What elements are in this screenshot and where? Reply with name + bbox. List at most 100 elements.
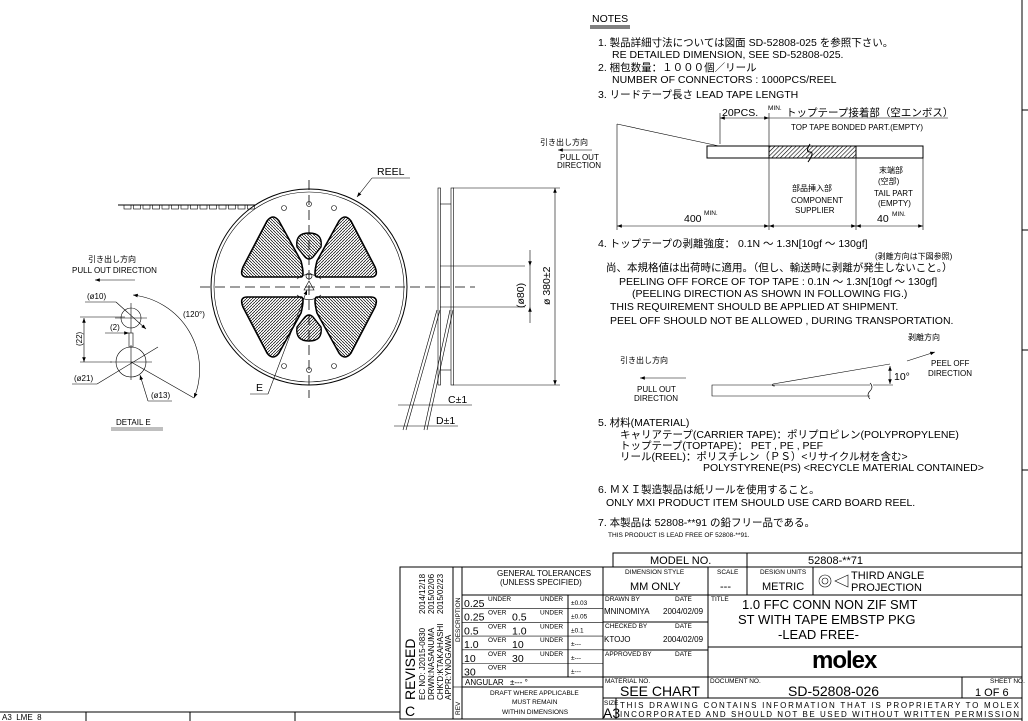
svg-text:0.25: 0.25 — [464, 612, 485, 624]
drawing-title-3: -LEAD FREE- — [778, 627, 859, 642]
svg-text:PULL OUT DIRECTION: PULL OUT DIRECTION — [72, 266, 157, 275]
svg-text:DATE: DATE — [675, 623, 693, 630]
tape-pocket — [123, 204, 132, 210]
svg-text:THIS DRAWING CONTAINS INFORMAT: THIS DRAWING CONTAINS INFORMATION THAT I… — [620, 701, 1020, 710]
footer-ref: A3_LME_8 — [2, 713, 42, 721]
sheet-number: 1 OF 6 — [975, 687, 1009, 699]
tape-pocket — [190, 204, 198, 210]
svg-text:MIN.: MIN. — [704, 210, 718, 217]
svg-text:CHK'D:KTAKAHASHI: CHK'D:KTAKAHASHI — [436, 623, 445, 700]
svg-text:±--- °: ±--- ° — [510, 678, 528, 687]
note-7-jp: 7. 本製品は 52808-**91 の鉛フリー品である。 — [598, 516, 815, 529]
svg-text:ANGULAR: ANGULAR — [465, 678, 504, 687]
svg-text:INCORPORATED AND SHOULD NOT BE: INCORPORATED AND SHOULD NOT BE USED WITH… — [620, 710, 1019, 719]
svg-text:(EMPTY): (EMPTY) — [878, 199, 911, 208]
drawn-by: MNINOMIYA — [604, 607, 650, 616]
tape-pocket — [171, 204, 179, 210]
reel-label: REEL — [377, 166, 405, 178]
svg-text:---: --- — [720, 581, 731, 593]
svg-text:DRAFT WHERE APPLICABLE: DRAFT WHERE APPLICABLE — [490, 690, 579, 697]
svg-text:2004/02/09: 2004/02/09 — [663, 635, 704, 644]
sheet-size: A3 — [603, 705, 620, 721]
detail-e: 引き出し方向 PULL OUT DIRECTION (22) (ø10) (2)… — [72, 254, 205, 431]
detail-e-ref: E — [256, 382, 263, 394]
svg-text:2004/02/09: 2004/02/09 — [663, 607, 704, 616]
tape-pocket — [152, 204, 160, 210]
svg-text:UNDER: UNDER — [540, 596, 563, 603]
svg-text:SUPPLIER: SUPPLIER — [795, 206, 835, 215]
svg-text:MIN.: MIN. — [892, 211, 906, 218]
material-number: SEE CHART — [620, 683, 700, 699]
svg-text:THIRD ANGLE: THIRD ANGLE — [851, 570, 924, 582]
lead-length: 400 — [684, 213, 702, 225]
svg-text:10: 10 — [512, 639, 524, 651]
svg-text:DIMENSION STYLE: DIMENSION STYLE — [625, 569, 685, 576]
svg-text:OVER: OVER — [488, 637, 507, 644]
note-5-toptape: トップテープ(TOPTAPE)： PET , PE , PEF — [620, 440, 823, 452]
svg-text:2014/12/18: 2014/12/18 — [418, 573, 427, 614]
svg-text:GENERAL TOLERANCES: GENERAL TOLERANCES — [497, 569, 591, 578]
svg-text:30: 30 — [512, 653, 524, 665]
svg-text:UNDER: UNDER — [540, 623, 563, 630]
svg-text:EC NO: J2015-0830: EC NO: J2015-0830 — [418, 627, 427, 700]
component-jp: 部品挿入部 — [792, 183, 832, 193]
third-angle-projection-icon — [818, 574, 849, 588]
svg-text:UNDER: UNDER — [540, 651, 563, 658]
svg-text:TAIL PART: TAIL PART — [874, 189, 913, 198]
note-5-carrier: キャリアテープ(CARRIER TAPE)：ポリプロピレン(POLYPROPYL… — [620, 429, 959, 441]
detail-e-title: DETAIL E — [116, 418, 151, 427]
note-4-en3: THIS REQUIREMENT SHOULD BE APPLIED AT SH… — [610, 301, 898, 313]
note-2-en: NUMBER OF CONNECTORS : 1000PCS/REEL — [612, 74, 837, 86]
note-1-en: RE DETAILED DIMENSION, SEE SD-52808-025. — [612, 49, 843, 61]
tape-pocket — [199, 204, 208, 210]
svg-text:(2): (2) — [110, 323, 120, 332]
svg-text:COMPONENT: COMPONENT — [791, 196, 843, 205]
svg-text:UNDER: UNDER — [488, 596, 511, 603]
svg-text:DIRECTION: DIRECTION — [557, 161, 601, 170]
svg-text:30: 30 — [464, 667, 476, 679]
peel-direction-jp: 剥離方向 — [908, 332, 940, 342]
svg-text:REVISED: REVISED — [402, 639, 418, 700]
svg-text:(ø21): (ø21) — [74, 374, 93, 383]
tape-pocket — [228, 204, 236, 210]
svg-text:±---: ±--- — [571, 655, 581, 662]
note-2-jp: 2. 梱包数量：１０００個／リール — [598, 61, 757, 74]
note-7-en: THIS PRODUCT IS LEAD FREE OF 52808-**91. — [608, 532, 750, 539]
checked-by: KTOJO — [604, 635, 631, 644]
reel-hub-window — [296, 314, 322, 342]
revision-letter: C — [405, 703, 415, 719]
drawing-title-2: ST WITH TAPE EMBSTP PKG — [738, 612, 915, 627]
note-5-reel-en: POLYSTYRENE(PS) <RECYCLE MATERIAL CONTAI… — [703, 462, 984, 474]
svg-text:DRAWN BY: DRAWN BY — [605, 596, 640, 603]
svg-text:MIN.: MIN. — [768, 105, 782, 112]
notes-heading: NOTES — [592, 13, 628, 25]
svg-text:OVER: OVER — [488, 665, 507, 672]
note-5-reel: リール(REEL)：ポリスチレン（ＰＳ）<リサイクル材を含む> — [620, 450, 908, 463]
dim-c: C±1 — [448, 394, 467, 406]
tape-pocket — [247, 204, 255, 210]
model-number: 52808-**71 — [808, 555, 863, 567]
tape-pocket — [142, 204, 151, 210]
svg-text:OVER: OVER — [488, 610, 507, 617]
svg-text:±0.1: ±0.1 — [571, 627, 584, 634]
svg-text:引き出し方向: 引き出し方向 — [88, 254, 136, 264]
svg-text:PULL OUT: PULL OUT — [637, 385, 676, 394]
note-4-en4: PEEL OFF SHOULD NOT BE ALLOWED , DURING … — [610, 315, 953, 327]
note-4-jp: 4. トップテープの剥離強度： 0.1N ～ 1.3N[10gf ～ 130gf… — [598, 237, 868, 250]
top-dim-label: 20PCS. — [722, 107, 758, 119]
document-number: SD-52808-026 — [788, 683, 879, 699]
drawing-title-1: 1.0 FFC CONN NON ZIF SMT — [742, 597, 918, 612]
note-4-jp-sub: (剥離方向は下図参照) — [875, 251, 953, 261]
tape-pocket — [237, 204, 246, 210]
svg-text:CHECKED BY: CHECKED BY — [605, 623, 648, 630]
note-4-jp2: 尚、本規格値は出荷時に適用。（但し、輸送時に剥離が発生しないこと。） — [606, 261, 953, 274]
note-6-jp: 6. ＭＸＩ製造製品は紙リールを使用すること。 — [598, 483, 820, 496]
svg-text:DESCRIPTION: DESCRIPTION — [455, 597, 462, 642]
reel-window — [314, 216, 378, 278]
svg-text:DIRECTION: DIRECTION — [928, 369, 972, 378]
note-1-jp: 1. 製品詳細寸法については図面 SD-52808-025 を参照下さい。 — [598, 36, 893, 49]
